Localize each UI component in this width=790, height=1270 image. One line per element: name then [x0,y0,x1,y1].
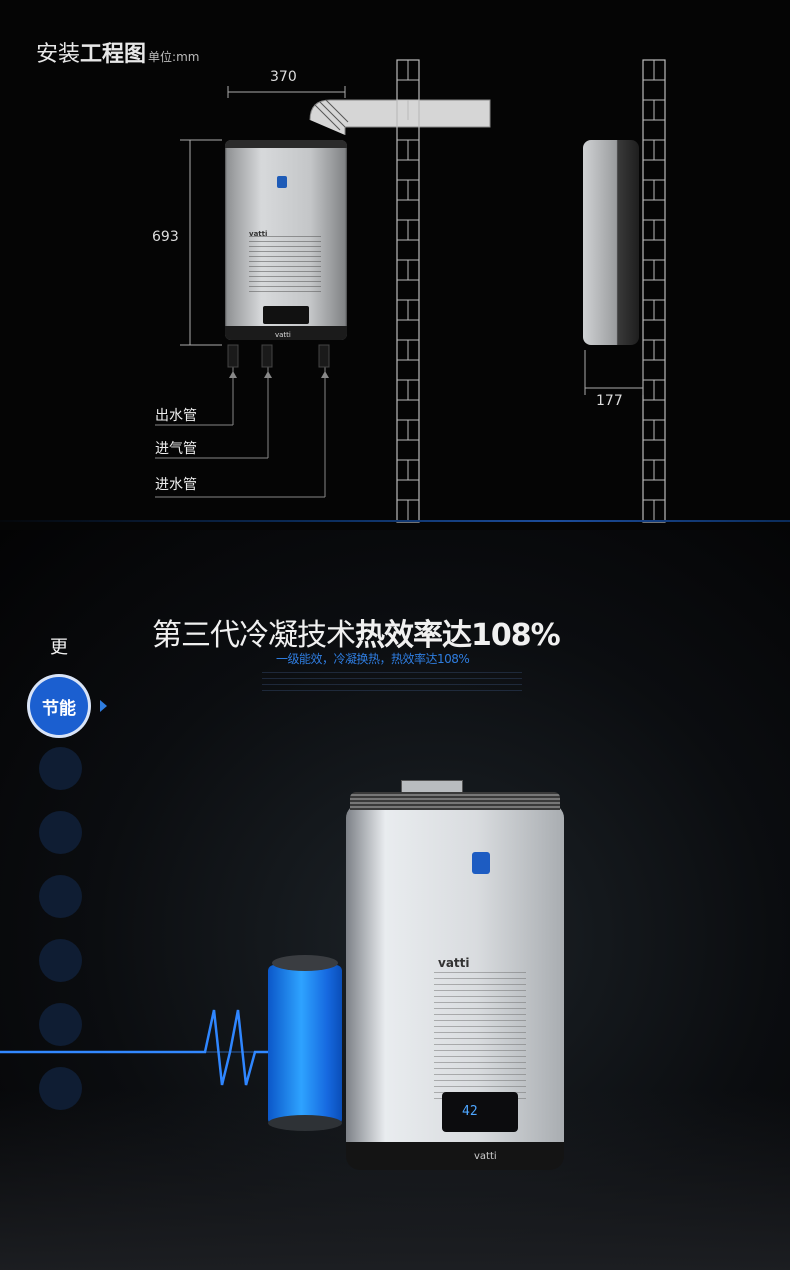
menu-item-energy[interactable]: 节能 [30,677,88,735]
fineprint-decoration [262,672,522,692]
install-title: 安装工程图单位:mm [36,42,200,67]
install-drawing [155,59,666,523]
brand-logo-icon [277,176,287,188]
heater-display: 42 [442,1092,518,1132]
ecg-line [0,1009,270,1086]
install-diagram-section: 安装工程图单位:mm [0,0,790,530]
height-dimension: 693 [152,229,179,245]
width-dimension: 370 [270,69,297,85]
menu-item-6[interactable] [39,1003,82,1046]
menu-more-label: 更 [50,637,68,658]
gas-pipe-label: 进气管 [155,441,197,457]
energy-tank [268,955,342,1133]
menu-item-4[interactable] [39,875,82,918]
subline: 一级能效，冷凝换热，热效率达108% [276,652,470,666]
section-divider [0,520,790,522]
heater-side-view [583,140,639,345]
menu-item-3[interactable] [39,811,82,854]
menu-item-5[interactable] [39,939,82,982]
menu-item-7[interactable] [39,1067,82,1110]
water-heater-product: vatti 42 vatti [346,780,564,1170]
inlet-pipe-label: 进水管 [155,477,197,493]
outlet-pipe-label: 出水管 [155,408,197,424]
arrow-right-icon [100,700,107,712]
depth-dimension: 177 [596,393,623,409]
menu-item-2[interactable] [39,747,82,790]
brand-logo-icon [472,852,490,874]
headline: 第三代冷凝技术热效率达108% [152,618,561,653]
heater-front-view: vatti vatti [225,140,347,340]
